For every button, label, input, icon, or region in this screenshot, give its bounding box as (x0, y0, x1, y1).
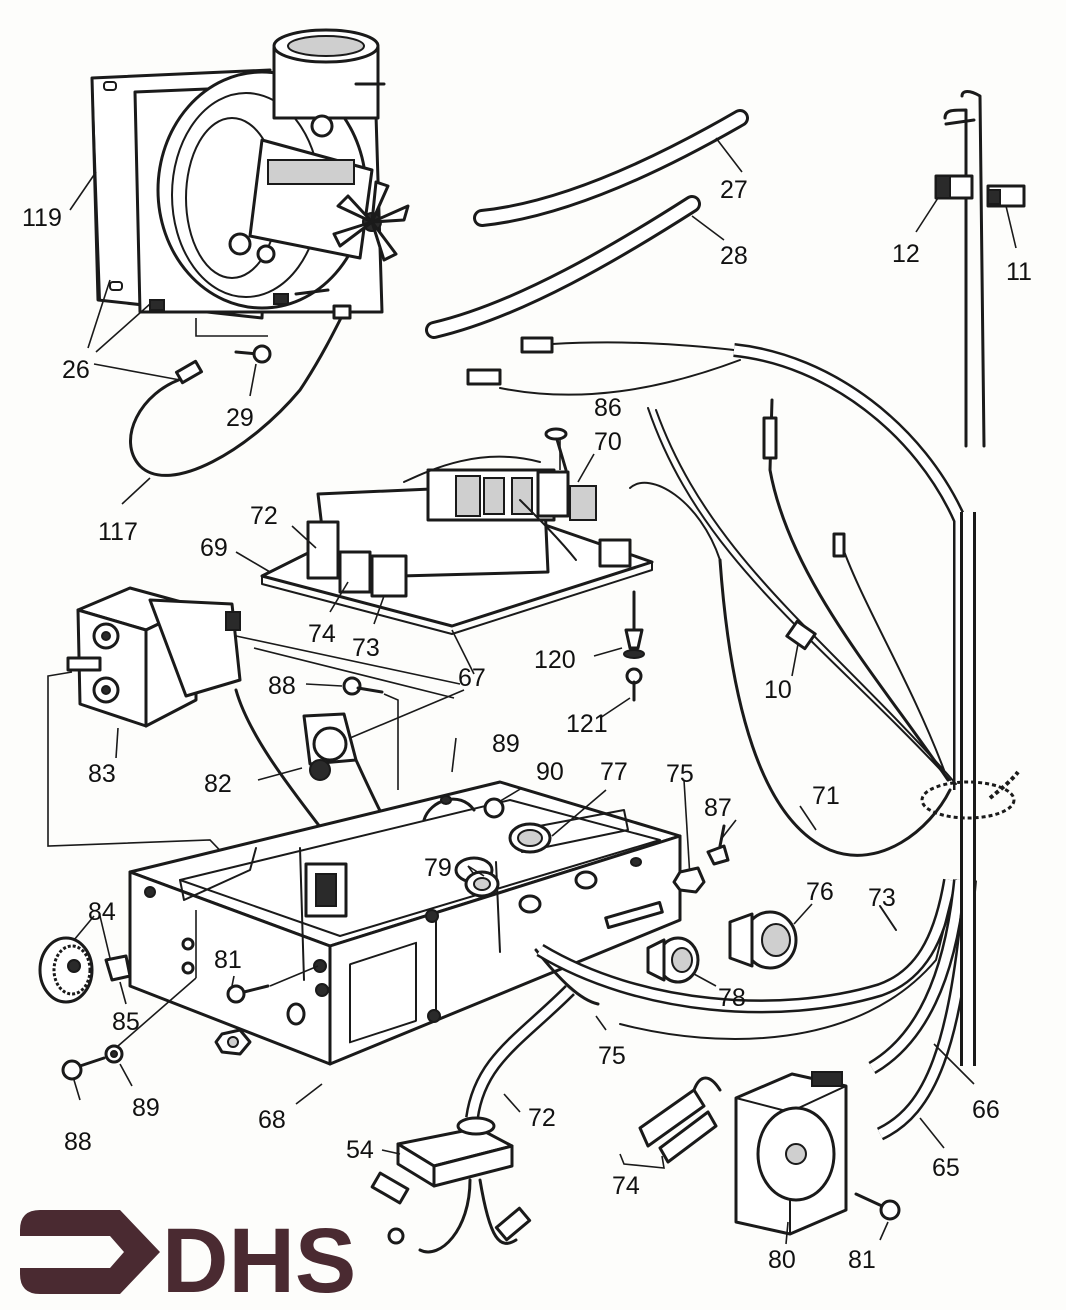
label-78: 78 (718, 984, 746, 1012)
label-66: 66 (972, 1096, 1000, 1124)
label-89a: 89 (492, 730, 520, 758)
standoff-120 (623, 590, 645, 659)
grommet-76 (728, 910, 798, 970)
label-119: 119 (22, 204, 62, 232)
label-117: 117 (98, 518, 138, 546)
capacitor-72 (306, 520, 340, 580)
grommet-79 (464, 870, 500, 898)
label-28: 28 (720, 242, 748, 270)
label-121: 121 (566, 710, 608, 738)
screw-88-bottom (61, 1056, 106, 1081)
label-76: 76 (806, 878, 834, 906)
label-79: 79 (424, 854, 452, 882)
label-87: 87 (704, 794, 732, 822)
label-11: 11 (1006, 258, 1032, 286)
label-84: 84 (88, 898, 116, 926)
part-labels: 119 26 29 117 27 28 12 11 86 70 72 69 74… (22, 176, 1032, 1274)
screw-81-right (854, 1192, 901, 1221)
label-70: 70 (594, 428, 622, 456)
control-knob-84 (38, 936, 94, 1004)
fan-assembly (90, 28, 410, 320)
label-82: 82 (204, 770, 232, 798)
label-88a: 88 (268, 672, 296, 700)
label-75a: 75 (666, 760, 694, 788)
label-72a: 72 (250, 502, 278, 530)
label-71: 71 (812, 782, 840, 810)
label-73a: 73 (352, 634, 380, 662)
dhs-logo: DHS (20, 1210, 356, 1310)
label-77: 77 (600, 758, 628, 786)
sensor-probe-rods (934, 90, 1026, 448)
label-88b: 88 (64, 1128, 92, 1156)
pressure-switch-80 (734, 1071, 848, 1236)
sensor-54 (396, 1116, 514, 1188)
label-10: 10 (764, 676, 792, 704)
label-83: 83 (88, 760, 116, 788)
thermostat-83 (66, 586, 332, 842)
label-74b: 74 (612, 1172, 640, 1200)
label-120: 120 (534, 646, 576, 674)
label-68: 68 (258, 1106, 286, 1134)
grommet-78 (646, 936, 700, 984)
connector-top-2 (466, 368, 502, 386)
label-86: 86 (594, 394, 622, 422)
fan-impeller-icon (332, 180, 410, 262)
label-75b: 75 (598, 1042, 626, 1070)
tube-27 (473, 109, 749, 227)
clip-85 (104, 954, 132, 982)
nut-bottom (214, 1028, 252, 1056)
label-29: 29 (226, 404, 254, 432)
connectors-74-bottom (638, 1076, 722, 1164)
label-27: 27 (720, 176, 748, 204)
screw-81-left (226, 984, 270, 1004)
label-69: 69 (200, 534, 228, 562)
label-85: 85 (112, 1008, 140, 1036)
capacitor-73 (370, 554, 408, 598)
label-67: 67 (458, 664, 486, 692)
control-box-68 (128, 780, 682, 1066)
label-12: 12 (892, 240, 920, 268)
label-81a: 81 (214, 946, 242, 974)
label-90: 90 (536, 758, 564, 786)
label-74a: 74 (308, 620, 336, 648)
label-80: 80 (768, 1246, 796, 1274)
screw-86 (544, 427, 568, 472)
label-73b: 73 (868, 884, 896, 912)
label-89b: 89 (132, 1094, 160, 1122)
label-54: 54 (346, 1136, 374, 1164)
tube-28 (425, 195, 701, 339)
washer-89-bottom (104, 1044, 124, 1064)
nut-90 (483, 797, 505, 819)
screw-29 (234, 344, 272, 364)
screw-121 (625, 667, 643, 702)
nut-75-top (672, 866, 706, 894)
label-65: 65 (932, 1154, 960, 1182)
control-pcb (260, 455, 721, 635)
logo-text: DHS (162, 1210, 356, 1310)
label-81b: 81 (848, 1246, 876, 1274)
fastener-87 (706, 824, 730, 866)
label-26: 26 (62, 356, 90, 384)
screw-88-top (342, 676, 384, 696)
connector-top-1 (520, 336, 554, 354)
capacitor-74 (338, 550, 372, 594)
label-72b: 72 (528, 1104, 556, 1132)
cable-tie-icon (920, 770, 1020, 820)
